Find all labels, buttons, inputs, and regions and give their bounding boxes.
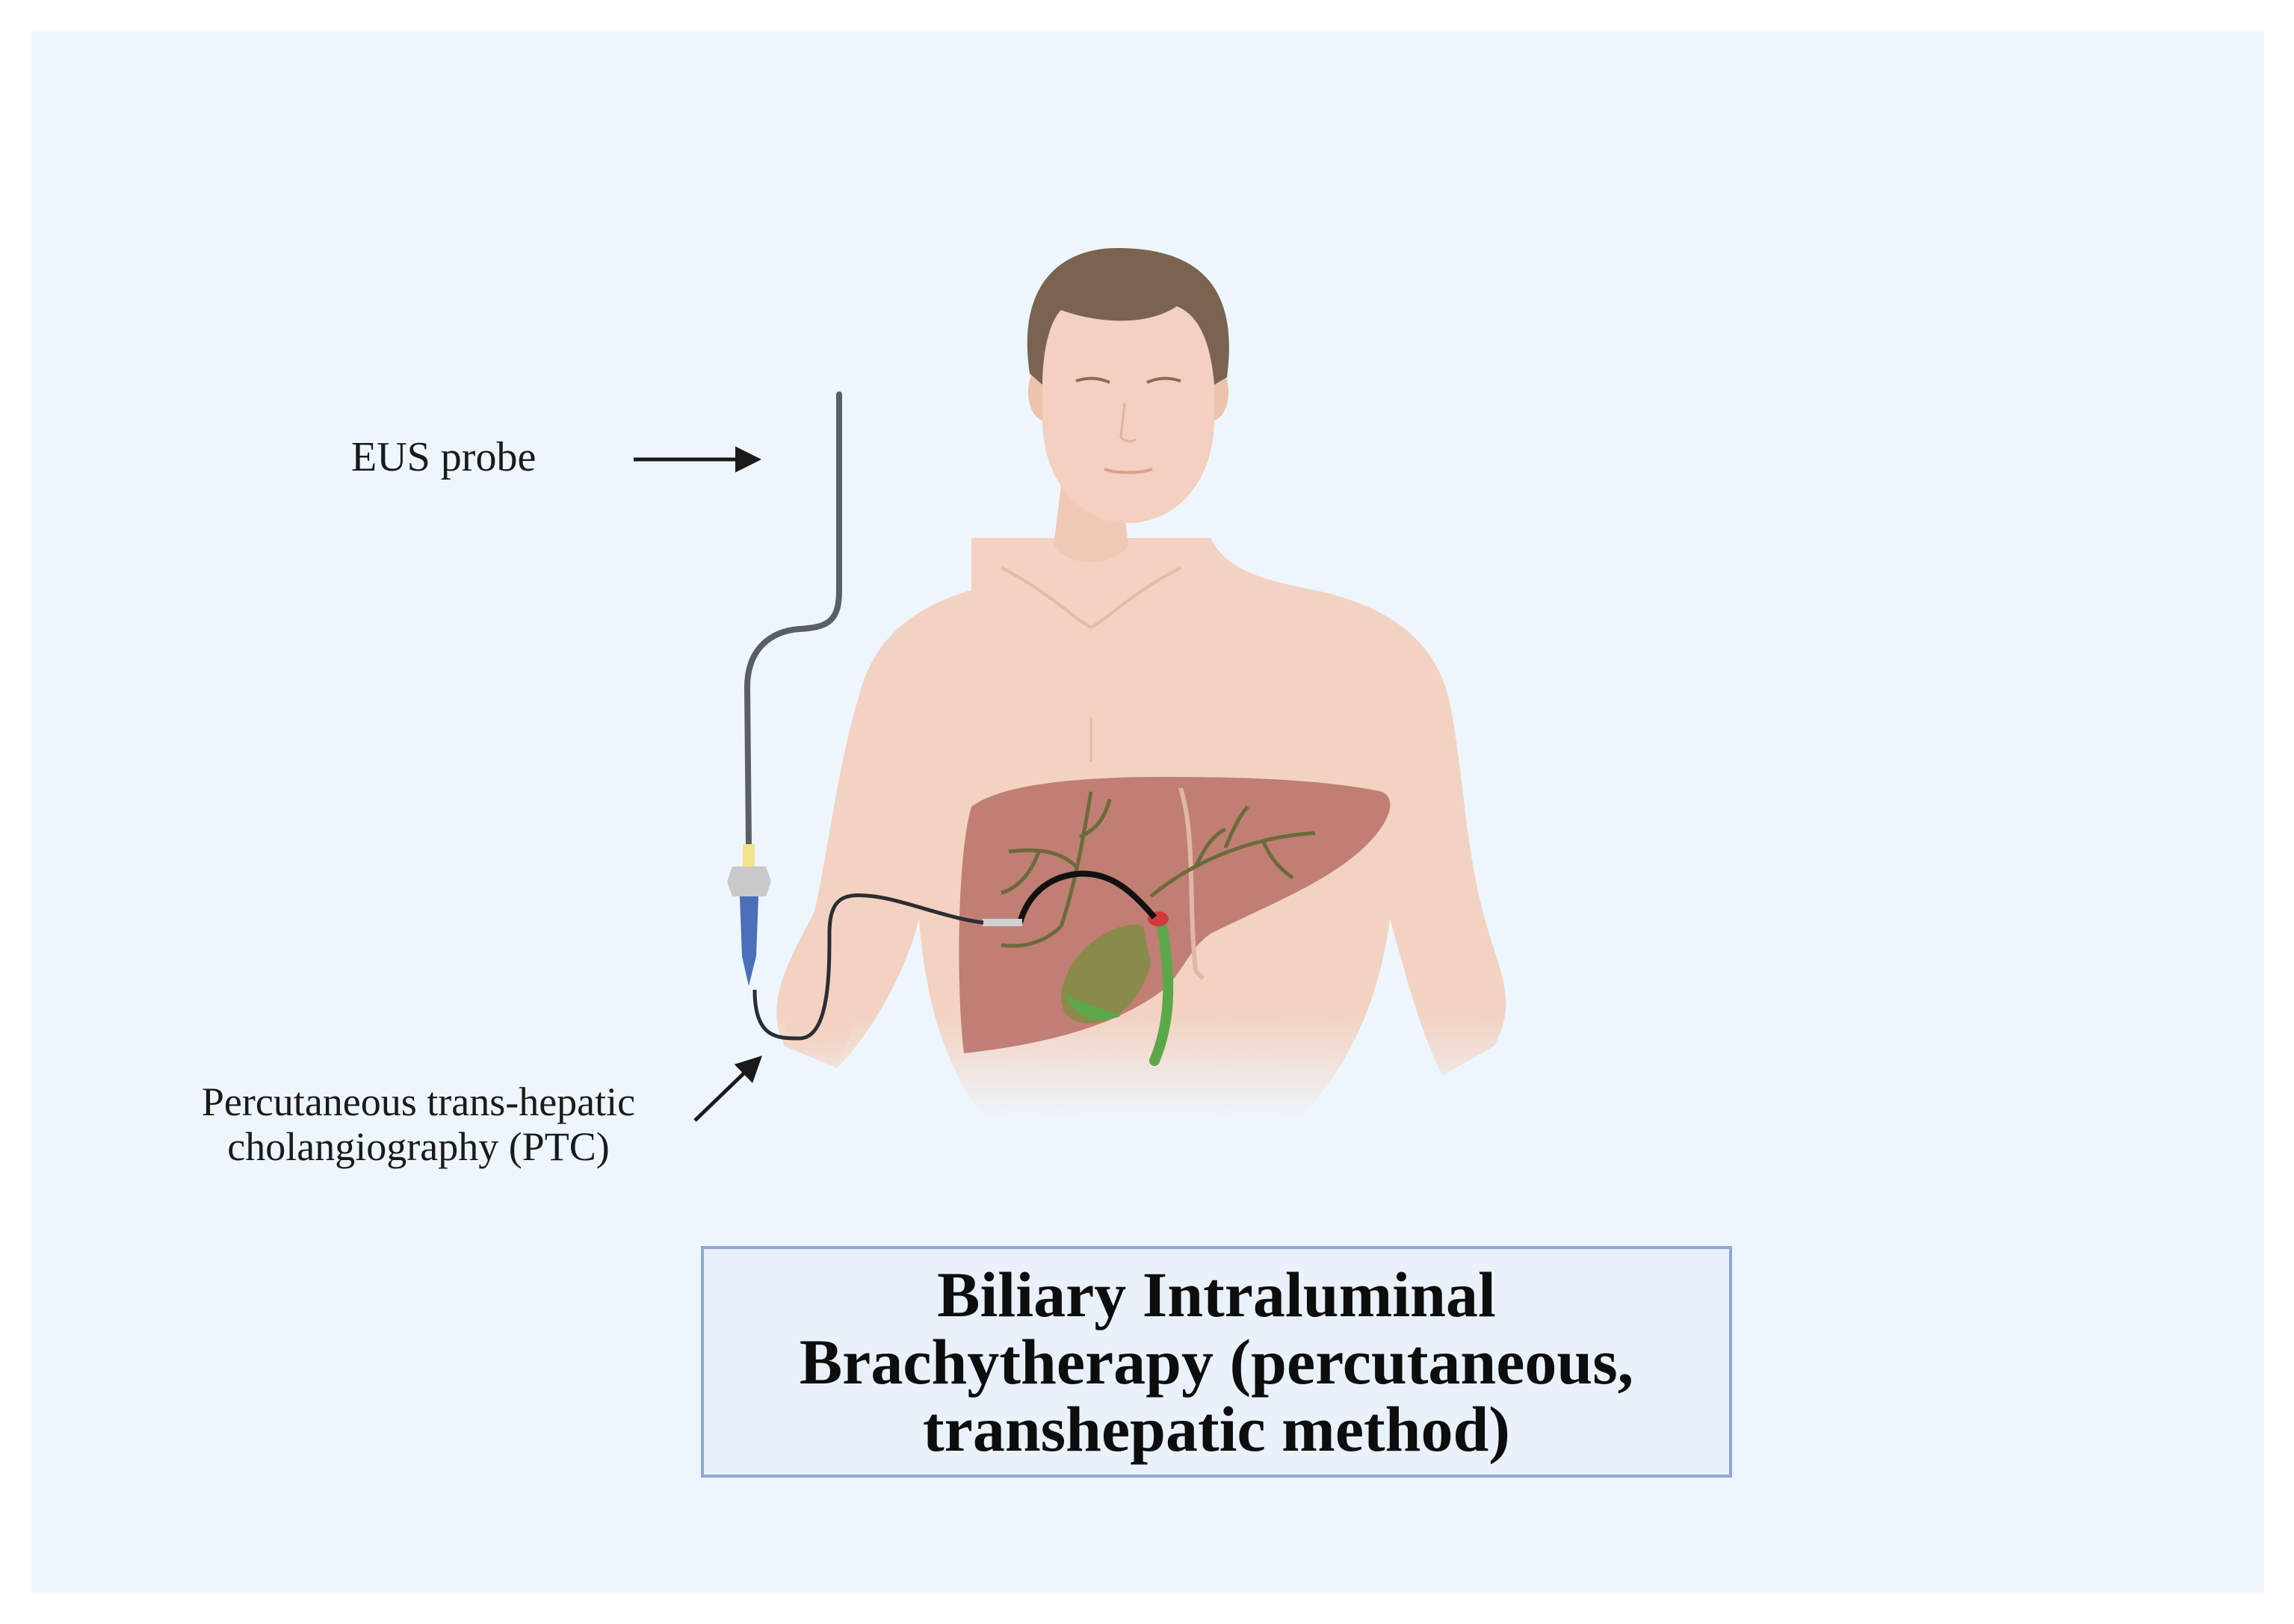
ptc-label: Percutaneous trans-hepatic cholangiograp… [201, 1079, 636, 1169]
bile-duct-branches [1001, 791, 1316, 948]
title-box: Biliary Intraluminal Brachytherapy (perc… [701, 1246, 1732, 1478]
ptc-catheter-intrahepatic [1017, 870, 1157, 924]
figure-title: Biliary Intraluminal Brachytherapy (perc… [799, 1259, 1634, 1465]
ptc-tubing [752, 893, 984, 1041]
human-head [1027, 247, 1229, 523]
ptc-arrow [693, 1056, 763, 1122]
hair [1027, 247, 1229, 385]
eus-probe-label: EUS probe [351, 434, 537, 480]
eus-probe-cable [743, 391, 842, 847]
probe-connector [727, 844, 771, 986]
gallbladder [1061, 925, 1151, 1023]
common-bile-duct [1149, 921, 1174, 1066]
